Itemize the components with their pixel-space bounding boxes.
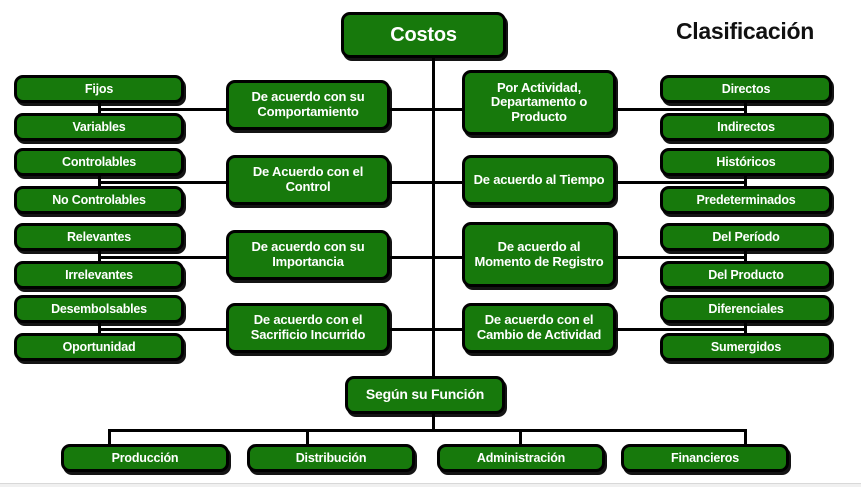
node-criteria-control[interactable]: De Acuerdo con el Control [226, 155, 390, 205]
node-leaf-left-variables[interactable]: Variables [14, 113, 184, 141]
page-heading-clasificacion: Clasificación [676, 18, 814, 44]
node-label: Predeterminados [696, 193, 796, 207]
node-label: Controlables [62, 155, 136, 169]
connector-left-pair-1-run [98, 108, 228, 111]
node-function-distribucion[interactable]: Distribución [247, 444, 415, 472]
connector-criteria-left-1-to-spine [388, 108, 434, 111]
connector-criteria-right-1-run [614, 108, 746, 111]
node-label: De acuerdo con el Sacrificio Incurrido [250, 312, 366, 342]
node-label: Directos [721, 82, 771, 96]
node-function-administracion[interactable]: Administración [437, 444, 605, 472]
node-leaf-right-del-periodo[interactable]: Del Período [660, 223, 832, 251]
connector-criteria-left-3-to-spine [388, 256, 434, 259]
node-label: Desembolsables [51, 302, 147, 316]
node-leaf-left-irrelevantes[interactable]: Irrelevantes [14, 261, 184, 289]
node-criteria-cambio-actividad[interactable]: De acuerdo con el Cambio de Actividad [462, 303, 616, 353]
node-hub-segun-su-funcion[interactable]: Según su Función [345, 376, 505, 414]
connector-left-pair-1-stub [98, 103, 101, 122]
connector-left-pair-3-stub [98, 251, 101, 270]
connector-function-drop-1 [108, 429, 111, 446]
node-label: De acuerdo al Tiempo [473, 171, 605, 187]
connector-left-pair-3-run [98, 256, 228, 259]
node-label: Por Actividad, Departamento o Producto [490, 79, 588, 124]
node-label: Sumergidos [710, 340, 782, 354]
node-label: Distribución [295, 451, 367, 465]
connector-right-pair-3-stub [744, 251, 747, 270]
node-function-produccion[interactable]: Producción [61, 444, 229, 472]
node-function-financieros[interactable]: Financieros [621, 444, 789, 472]
node-label: De acuerdo con su Importancia [251, 239, 365, 269]
node-leaf-right-indirectos[interactable]: Indirectos [660, 113, 832, 141]
node-label: De acuerdo con el Cambio de Actividad [476, 312, 602, 342]
connector-hub-drop [432, 414, 435, 432]
node-label: Históricos [716, 155, 776, 169]
connector-criteria-left-4-to-spine [388, 328, 434, 331]
node-leaf-left-controlables[interactable]: Controlables [14, 148, 184, 176]
page-bottom-rule [0, 483, 861, 487]
connector-function-bus [108, 429, 747, 432]
node-leaf-left-oportunidad[interactable]: Oportunidad [14, 333, 184, 361]
node-leaf-left-relevantes[interactable]: Relevantes [14, 223, 184, 251]
node-label: No Controlables [52, 193, 146, 207]
node-leaf-right-sumergidos[interactable]: Sumergidos [660, 333, 832, 361]
connector-criteria-left-2-to-spine [388, 181, 434, 184]
connector-left-pair-4-run [98, 328, 228, 331]
node-criteria-comportamiento[interactable]: De acuerdo con su Comportamiento [226, 80, 390, 130]
connector-function-drop-4 [744, 429, 747, 446]
node-criteria-importancia[interactable]: De acuerdo con su Importancia [226, 230, 390, 280]
connector-left-pair-2-run [98, 181, 228, 184]
connector-spine-to-criteria-right-2 [432, 181, 464, 184]
connector-spine-to-criteria-right-4 [432, 328, 464, 331]
node-leaf-right-historicos[interactable]: Históricos [660, 148, 832, 176]
node-criteria-sacrificio-incurrido[interactable]: De acuerdo con el Sacrificio Incurrido [226, 303, 390, 353]
connector-function-drop-3 [519, 429, 522, 446]
connector-right-pair-1-stub [744, 103, 747, 122]
node-label: Del Período [712, 230, 780, 244]
connector-spine [432, 57, 435, 379]
connector-criteria-right-2-run [614, 181, 746, 184]
node-label: Irrelevantes [65, 268, 133, 282]
node-label: Diferenciales [708, 302, 784, 316]
node-leaf-right-directos[interactable]: Directos [660, 75, 832, 103]
node-label: Oportunidad [62, 340, 136, 354]
node-criteria-tiempo[interactable]: De acuerdo al Tiempo [462, 155, 616, 205]
connector-left-pair-4-stub [98, 323, 101, 342]
connector-criteria-right-4-run [614, 328, 746, 331]
connector-function-drop-2 [306, 429, 309, 446]
node-label: Según su Función [365, 386, 485, 403]
node-leaf-right-predeterminados[interactable]: Predeterminados [660, 186, 832, 214]
node-leaf-right-del-producto[interactable]: Del Producto [660, 261, 832, 289]
node-label: Administración [476, 451, 566, 465]
node-label: Del Producto [708, 268, 784, 282]
connector-left-pair-2-stub [98, 176, 101, 195]
node-label: Financieros [671, 451, 739, 465]
node-root-costos[interactable]: Costos [341, 12, 506, 58]
node-label: De acuerdo con su Comportamiento [251, 89, 365, 119]
node-criteria-momento-registro[interactable]: De acuerdo al Momento de Registro [462, 222, 616, 287]
node-label: Fijos [84, 82, 114, 96]
node-criteria-actividad-departamento-producto[interactable]: Por Actividad, Departamento o Producto [462, 70, 616, 135]
connector-right-pair-2-stub [744, 176, 747, 195]
connector-criteria-right-3-run [614, 256, 746, 259]
node-label: Producción [111, 451, 179, 465]
node-label: Relevantes [66, 230, 131, 244]
node-leaf-left-desembolsables[interactable]: Desembolsables [14, 295, 184, 323]
connector-right-pair-4-stub [744, 323, 747, 342]
node-label: Indirectos [717, 120, 775, 134]
node-leaf-right-diferenciales[interactable]: Diferenciales [660, 295, 832, 323]
node-label: De Acuerdo con el Control [252, 164, 364, 194]
node-leaf-left-no-controlables[interactable]: No Controlables [14, 186, 184, 214]
connector-spine-to-criteria-right-1 [432, 108, 464, 111]
node-label: De acuerdo al Momento de Registro [474, 238, 604, 269]
node-root-costos-label: Costos [390, 23, 457, 46]
node-label: Variables [72, 120, 126, 134]
node-leaf-left-fijos[interactable]: Fijos [14, 75, 184, 103]
connector-spine-to-criteria-right-3 [432, 256, 464, 259]
